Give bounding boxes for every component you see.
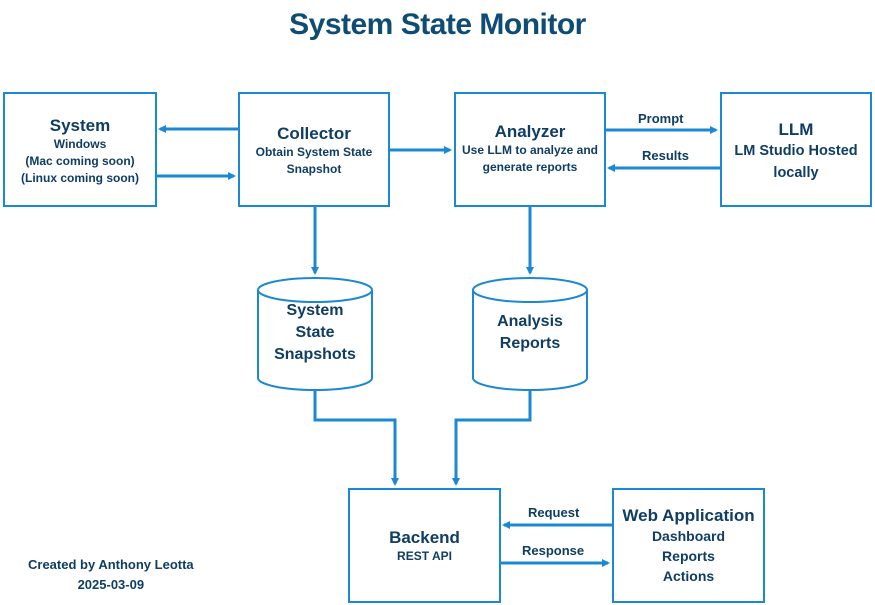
backend-node: Backend REST API bbox=[348, 488, 501, 603]
llm-node-line: LM Studio Hosted bbox=[734, 143, 858, 159]
system-node-name: System bbox=[49, 116, 111, 135]
snapshots-store-line: Snapshots bbox=[274, 346, 356, 363]
edge-label-results: Results bbox=[642, 148, 689, 163]
credit: Created by Anthony Leotta 2025-03-09 bbox=[28, 555, 194, 595]
reports-store-line: Reports bbox=[499, 335, 561, 352]
system-node-line: (Mac coming soon) bbox=[25, 154, 135, 168]
cylinder-snapshots-shape bbox=[257, 290, 373, 391]
cylinder-reports-shape bbox=[472, 290, 588, 391]
backend-node-line: REST API bbox=[397, 549, 452, 563]
cylinder-reports-top bbox=[472, 277, 588, 303]
collector-node-line: Snapshot bbox=[286, 162, 342, 176]
backend-node-name: Backend bbox=[389, 528, 460, 547]
llm-node-line: locally bbox=[773, 165, 819, 181]
collector-node: Collector Obtain System State Snapshot bbox=[238, 92, 390, 207]
edge-snapshots-to-backend bbox=[313, 390, 399, 486]
llm-node-name: LLM bbox=[778, 120, 814, 139]
credit-date: 2025-03-09 bbox=[77, 577, 145, 592]
collector-node-name: Collector bbox=[277, 124, 351, 143]
diagram-title: System State Monitor bbox=[289, 8, 586, 41]
system-node-line: Windows bbox=[53, 137, 107, 151]
analyzer-node: Analyzer Use LLM to analyze and generate… bbox=[454, 92, 606, 207]
webapp-node-name: Web Application bbox=[622, 506, 755, 525]
analyzer-node-line: Use LLM to analyze and bbox=[461, 143, 599, 157]
edge-reports-to-backend bbox=[452, 390, 532, 486]
system-node: System Windows (Mac coming soon) (Linux … bbox=[3, 92, 157, 207]
edge-label-response: Response bbox=[522, 543, 585, 558]
snapshots-store-line: System bbox=[286, 302, 344, 319]
edge-label-request: Request bbox=[528, 505, 580, 520]
webapp-node-line: Actions bbox=[662, 568, 715, 584]
reports-store-line: Analysis bbox=[497, 313, 563, 330]
analyzer-node-line: generate reports bbox=[482, 160, 578, 174]
webapp-node-line: Dashboard bbox=[651, 528, 726, 544]
llm-node: LLM LM Studio Hosted locally bbox=[720, 92, 872, 207]
reports-store-label: Analysis Reports bbox=[473, 311, 587, 355]
snapshots-store-line: State bbox=[295, 324, 335, 341]
cylinder-snapshots-top bbox=[257, 277, 373, 303]
snapshots-store-label: System State Snapshots bbox=[258, 300, 372, 366]
credit-author: Created by Anthony Leotta bbox=[28, 557, 194, 572]
webapp-node-line: Reports bbox=[662, 548, 715, 564]
analyzer-node-name: Analyzer bbox=[494, 122, 566, 141]
edge-label-prompt: Prompt bbox=[638, 111, 684, 126]
webapp-node: Web Application Dashboard Reports Action… bbox=[612, 488, 765, 603]
system-node-line: (Linux coming soon) bbox=[21, 171, 139, 185]
collector-node-line: Obtain System State bbox=[255, 145, 373, 159]
